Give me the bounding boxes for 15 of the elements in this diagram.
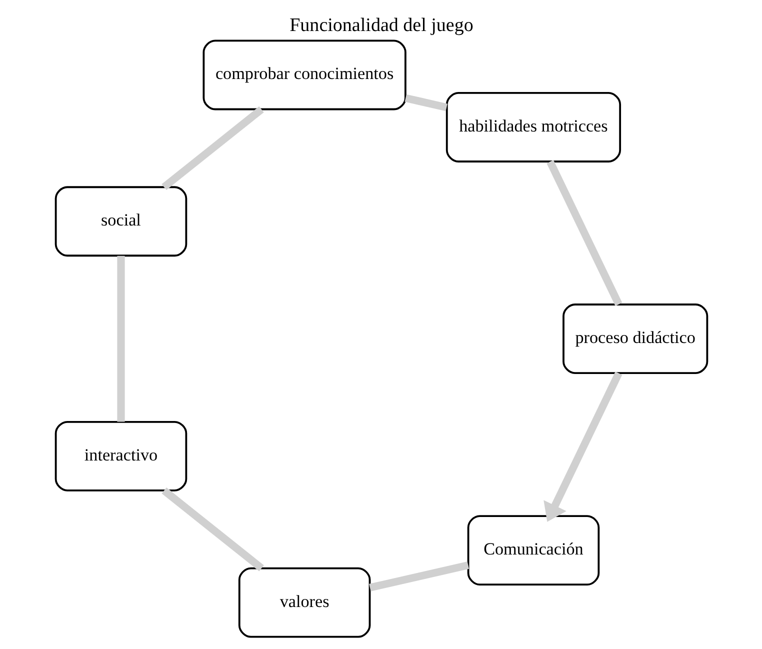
node-box: habilidades motricces <box>445 92 621 162</box>
connector <box>116 256 124 422</box>
connector <box>404 94 447 112</box>
arrow <box>543 372 622 522</box>
node-box: valores <box>238 567 370 638</box>
connector <box>161 488 264 572</box>
connector <box>546 160 622 306</box>
node-box: comprobar conocimientos <box>202 40 406 110</box>
node-box: Comunicación <box>466 515 600 586</box>
connector <box>368 562 469 592</box>
node-box: proceso didáctico <box>562 304 708 374</box>
node-box: interactivo <box>54 420 187 492</box>
diagram-title: Funcionalidad del juego <box>289 15 473 36</box>
connector <box>161 106 264 190</box>
node-box: social <box>54 186 187 257</box>
